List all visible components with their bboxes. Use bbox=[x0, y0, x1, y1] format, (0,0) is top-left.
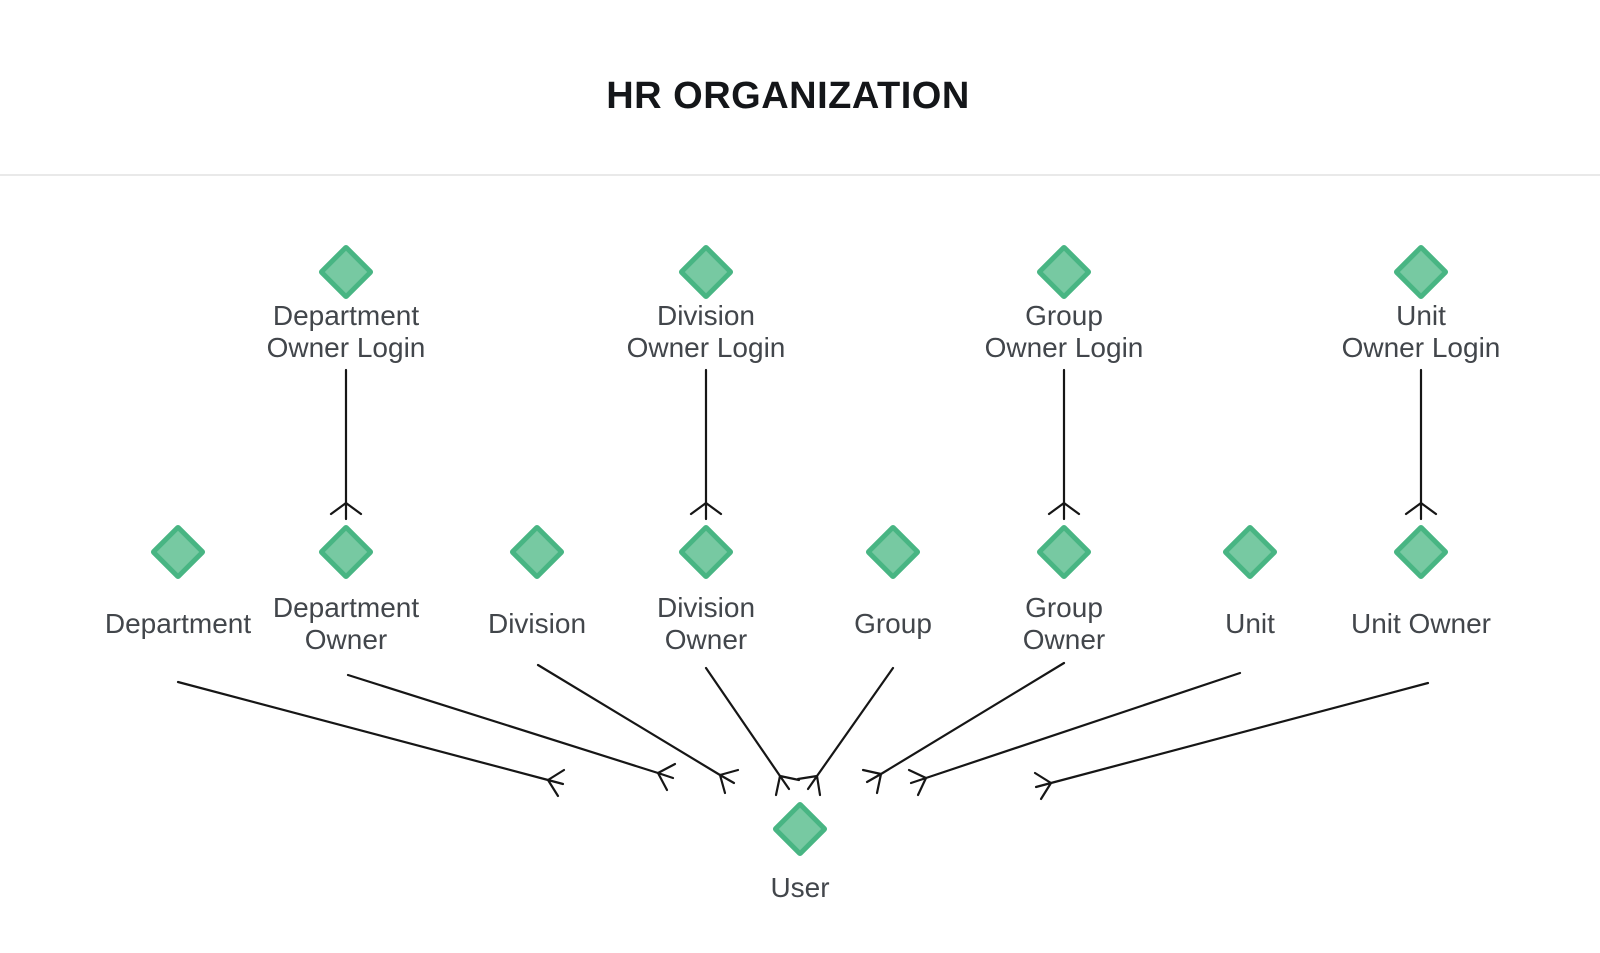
relationship-department-user[interactable] bbox=[176, 680, 566, 798]
entity-label: Unit Owner bbox=[1350, 608, 1492, 639]
relationship-unit-owner-user[interactable] bbox=[1033, 681, 1430, 801]
relationship-unit-user[interactable] bbox=[907, 671, 1242, 797]
relationship-department-owner-user[interactable] bbox=[346, 673, 677, 792]
entity-label: Division bbox=[487, 608, 587, 639]
relationship-group-owner-user[interactable] bbox=[861, 661, 1066, 795]
entity-label: User bbox=[770, 872, 830, 903]
relationship-division-owner-login-division-owner[interactable] bbox=[689, 368, 723, 521]
entity-label: Department bbox=[104, 608, 252, 639]
entity-label: Department Owner bbox=[272, 592, 420, 655]
entity-label: Unit bbox=[1225, 608, 1275, 639]
relationship-group-user[interactable] bbox=[796, 666, 895, 797]
relationship-group-owner-login-group-owner[interactable] bbox=[1047, 368, 1081, 521]
header-divider bbox=[0, 174, 1600, 176]
relationship-unit-owner-login-unit-owner[interactable] bbox=[1404, 368, 1438, 521]
entity-label: Group Owner bbox=[1022, 592, 1106, 655]
entity-label: Group bbox=[854, 608, 932, 639]
entity-label: Division Owner bbox=[656, 592, 756, 655]
entity-label: Unit Owner Login bbox=[1341, 300, 1501, 363]
diagram-title: HR ORGANIZATION bbox=[606, 75, 970, 117]
entity-label: Group Owner Login bbox=[984, 300, 1144, 363]
entity-label: Division Owner Login bbox=[626, 300, 786, 363]
relationship-division-user[interactable] bbox=[536, 663, 740, 795]
relationship-division-owner-user[interactable] bbox=[704, 666, 801, 797]
entity-label: Department Owner Login bbox=[266, 300, 426, 363]
relationship-department-owner-login-department-owner[interactable] bbox=[329, 368, 363, 521]
